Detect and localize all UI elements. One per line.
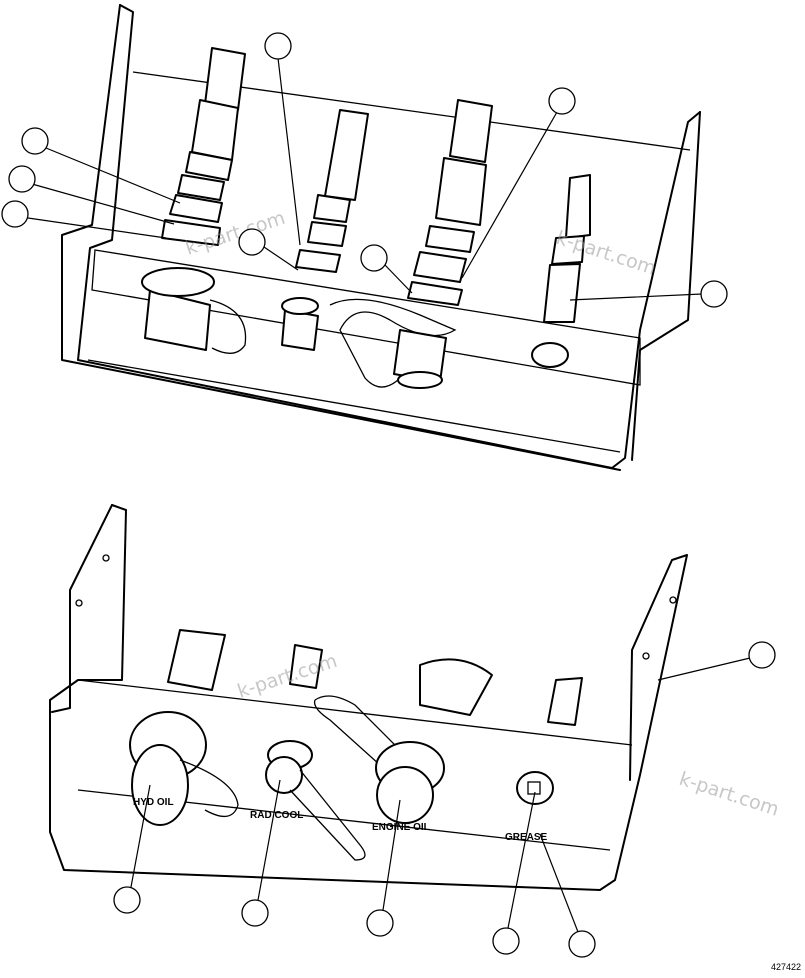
top-bracket-assembly — [61, 4, 701, 471]
top-hose-center-right — [407, 99, 493, 306]
label-rad-cool: RAD COOL — [250, 810, 303, 821]
rad-cool-port — [265, 740, 366, 861]
callout-balloon — [366, 909, 394, 937]
top-dust-caps — [141, 267, 457, 389]
callout-balloon — [113, 886, 141, 914]
callout-balloon — [360, 244, 388, 272]
top-hose-left — [161, 47, 246, 246]
label-engine-oil: ENGINE OIL — [372, 822, 430, 833]
watermark-4: k-part.com — [676, 768, 781, 821]
label-hyd-oil: HYD OIL — [133, 797, 174, 808]
watermark-3: k-part.com — [235, 650, 340, 703]
callout-balloon — [1, 200, 29, 228]
grease-fitting — [516, 771, 554, 805]
callout-balloon — [21, 127, 49, 155]
callout-balloon — [8, 165, 36, 193]
callout-balloon — [241, 899, 269, 927]
callout-balloon — [264, 32, 292, 60]
top-hose-middle — [295, 109, 369, 273]
callout-balloon — [238, 228, 266, 256]
bottom-bracket-assembly — [49, 504, 688, 891]
drawing-number: 427422 — [771, 962, 801, 972]
callout-balloons — [1, 32, 776, 958]
callout-balloon — [748, 641, 776, 669]
callout-balloon — [492, 927, 520, 955]
callout-balloon — [548, 87, 576, 115]
top-hose-right — [531, 174, 591, 368]
engine-oil-port — [313, 695, 445, 824]
callout-balloon — [568, 930, 596, 958]
callout-balloon — [700, 280, 728, 308]
